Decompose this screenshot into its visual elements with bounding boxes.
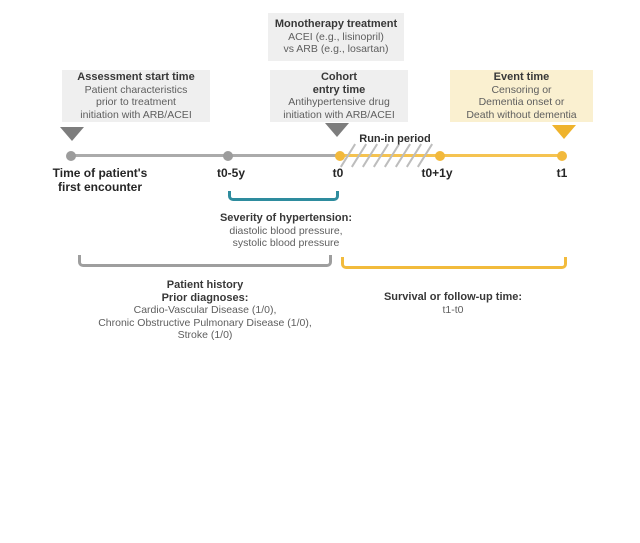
cohort-title: Cohort entry time <box>312 71 366 96</box>
tick-first-encounter: Time of patient's first encounter <box>52 166 148 194</box>
survival-note: Survival or follow-up time: t1-t0 <box>353 291 553 316</box>
timeline-dot-t0 <box>335 151 345 161</box>
monotherapy-treatment-box: Monotherapy treatment ACEI (e.g., lisino… <box>268 13 404 61</box>
event-time-box: Event time Censoring or Dementia onset o… <box>450 70 593 122</box>
patient-history-line-2: Chronic Obstructive Pulmonary Disease (1… <box>98 316 312 329</box>
cohort-entry-time-box: Cohort entry time Antihypertensive drug … <box>270 70 408 122</box>
timeline-dot-first-encounter <box>66 151 76 161</box>
timeline-dot-t1 <box>557 151 567 161</box>
cohort-line-2: initiation with ARB/ACEI <box>283 108 395 121</box>
tick-t0-plus-1y: t0+1y <box>421 166 453 180</box>
survival-value: t1-t0 <box>442 303 464 316</box>
timeline-dot-t0-minus-5y <box>223 151 233 161</box>
assessment-start-time-box: Assessment start time Patient characteri… <box>62 70 210 122</box>
event-line-1: Censoring or <box>491 83 552 96</box>
survival-title: Survival or follow-up time: <box>383 291 523 303</box>
patient-history-bracket <box>78 255 332 267</box>
monotherapy-title: Monotherapy treatment <box>274 18 398 31</box>
severity-line-1: diastolic blood pressure, <box>229 224 343 237</box>
severity-line-2: systolic blood pressure <box>232 237 340 249</box>
assessment-line-3: initiation with ARB/ACEI <box>80 108 192 121</box>
patient-history-note: Patient history Prior diagnoses: Cardio-… <box>55 279 355 342</box>
assessment-line-1: Patient characteristics <box>84 83 188 96</box>
severity-note: Severity of hypertension: diastolic bloo… <box>193 212 379 250</box>
patient-history-subtitle: Prior diagnoses: <box>161 291 249 304</box>
severity-bracket <box>228 191 339 201</box>
patient-history-title: Patient history <box>166 279 244 291</box>
timeline-dot-t0-plus-1y <box>435 151 445 161</box>
event-marker-triangle-icon <box>552 125 576 139</box>
run-in-period-label: Run-in period <box>359 133 431 145</box>
event-title: Event time <box>493 71 550 83</box>
assessment-marker-triangle-icon <box>60 127 84 141</box>
patient-history-line-3: Stroke (1/0) <box>177 329 233 341</box>
timeline-yellow-segment <box>340 154 563 157</box>
cohort-line-1: Antihypertensive drug <box>288 96 390 108</box>
patient-history-line-1: Cardio-Vascular Disease (1/0), <box>133 304 277 316</box>
monotherapy-line-2: vs ARB (e.g., losartan) <box>283 43 389 56</box>
timeline-gray-segment <box>71 154 341 157</box>
tick-t1: t1 <box>556 166 568 180</box>
event-line-2: Dementia onset or <box>478 96 565 108</box>
tick-t0: t0 <box>332 166 344 180</box>
assessment-title: Assessment start time <box>77 71 195 83</box>
tick-t0-minus-5y: t0-5y <box>216 166 245 180</box>
cohort-marker-triangle-icon <box>325 123 349 137</box>
monotherapy-line-1: ACEI (e.g., lisinopril) <box>288 30 384 43</box>
survival-bracket <box>341 257 567 269</box>
severity-title: Severity of hypertension: <box>219 212 353 224</box>
assessment-line-2: prior to treatment <box>96 96 176 108</box>
run-in-hatching <box>339 142 436 169</box>
event-line-3: Death without dementia <box>466 108 577 121</box>
